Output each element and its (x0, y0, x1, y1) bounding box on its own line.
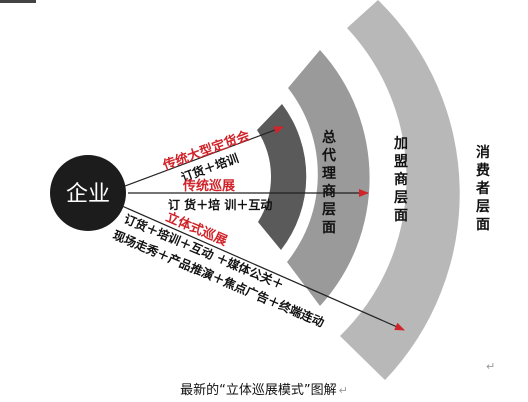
layer-label-char: 商 (322, 183, 336, 200)
layer-band-agent (257, 104, 307, 250)
layer-label-char: 盟 (394, 154, 408, 170)
layer-label-franchisee: 加盟商层面 (393, 136, 408, 224)
enterprise-node (50, 155, 126, 231)
arrow-line-top (124, 126, 284, 187)
enterprise-label: 企业 (66, 182, 110, 207)
layer-label-char: 面 (322, 220, 336, 236)
channel-2-title: 传统巡展 (182, 178, 236, 194)
layer-label-char: 消 (476, 144, 490, 161)
layer-label-char: 面 (394, 208, 408, 224)
caption-paragraph-mark: ↵ (338, 384, 348, 397)
layer-label-char: 层 (394, 190, 408, 206)
top-tab-decoration (0, 0, 36, 3)
layer-label-agent: 总代理商层面 (321, 129, 336, 236)
layer-label-consumer: 消费者层面 (476, 144, 490, 233)
layer-label-char: 总 (322, 129, 336, 146)
layer-label-char: 商 (394, 171, 408, 188)
layer-band-franchisee (287, 50, 370, 306)
layer-label-char: 加 (393, 136, 408, 152)
channel-2-detail: 订 货＋培 训＋互动 (168, 197, 272, 212)
layer-label-char: 代 (321, 147, 336, 164)
arrow-line-bottom (121, 205, 405, 331)
layer-label-char: 理 (322, 166, 336, 182)
diagram-caption: 最新的“立体巡展模式”图解↵ (0, 379, 528, 398)
layer-label-char: 层 (476, 199, 490, 215)
layer-label-char: 层 (322, 202, 336, 218)
layer-band-consumer (340, 0, 460, 380)
paragraph-mark: ↵ (486, 360, 496, 373)
layer-label-char: 费 (476, 162, 490, 179)
layer-label-char: 面 (476, 217, 490, 233)
layer-label-char: 者 (476, 181, 490, 197)
caption-text: 最新的“立体巡展模式”图解 (180, 383, 337, 398)
